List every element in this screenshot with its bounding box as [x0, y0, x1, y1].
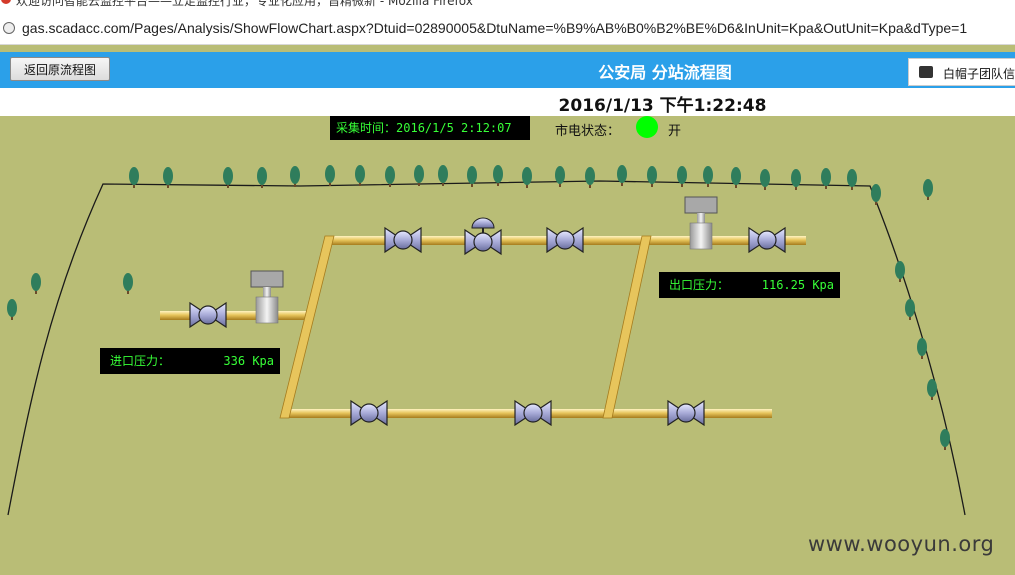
valve-icon	[350, 400, 388, 426]
valve-icon	[514, 400, 552, 426]
datetime-bar: 2016/1/13 下午1:22:48	[0, 88, 1015, 116]
pipe-network	[160, 235, 806, 419]
browser-title-bar: 欢迎访问智能云监控平台——立足监控行业，专业化应用，旨精微新 - Mozilla…	[0, 0, 1015, 14]
url-text[interactable]: gas.scadacc.com/Pages/Analysis/ShowFlowC…	[22, 20, 968, 36]
page-title: 公安局 分站流程图	[598, 63, 732, 82]
power-status-label: 市电状态：	[555, 124, 621, 139]
valve-icon	[667, 400, 705, 426]
power-status-value: 开	[668, 124, 682, 139]
collect-time-display: 采集时间：2016/1/5 2:12:07	[330, 116, 530, 140]
window-title: 欢迎访问智能云监控平台——立足监控行业，专业化应用，旨精微新 - Mozilla…	[16, 0, 473, 8]
inlet-pressure-label: 进口压力：	[110, 354, 171, 368]
outlet-pressure-value: 116.25 Kpa	[761, 278, 834, 292]
valve-icon	[748, 227, 786, 253]
firefox-icon	[1, 0, 11, 4]
pressure-regulator-icon	[684, 196, 718, 250]
valve-icon	[384, 227, 422, 253]
valve-actuated-icon	[464, 217, 502, 255]
tree-row	[7, 165, 950, 450]
flow-diagram	[7, 165, 966, 516]
pressure-regulator-icon	[250, 270, 284, 324]
inlet-pressure-value: 336 Kpa	[223, 354, 274, 368]
outlet-pressure-label: 出口压力：	[669, 278, 730, 292]
valve-icon	[189, 302, 227, 328]
outlet-pressure-display: 出口压力： 116.25 Kpa	[659, 272, 840, 298]
screen-icon	[919, 66, 933, 78]
globe-icon	[3, 22, 15, 34]
side-tab-label: 白帽子团队信	[943, 67, 1015, 81]
valve-icon	[546, 227, 584, 253]
address-bar[interactable]: gas.scadacc.com/Pages/Analysis/ShowFlowC…	[0, 14, 1015, 45]
watermark: www.wooyun.org	[808, 532, 995, 556]
current-datetime: 2016/1/13 下午1:22:48	[558, 96, 767, 116]
page-header: 返回原流程图 公安局 分站流程图 白帽子团队信	[0, 52, 1015, 88]
power-indicator-icon	[636, 116, 658, 138]
side-tab[interactable]: 白帽子团队信	[908, 58, 1015, 86]
inlet-pressure-display: 进口压力： 336 Kpa	[100, 348, 280, 374]
collect-time-label: 采集时间：	[336, 121, 397, 135]
collect-time-value: 2016/1/5 2:12:07	[396, 121, 512, 135]
back-to-original-button[interactable]: 返回原流程图	[10, 57, 110, 81]
